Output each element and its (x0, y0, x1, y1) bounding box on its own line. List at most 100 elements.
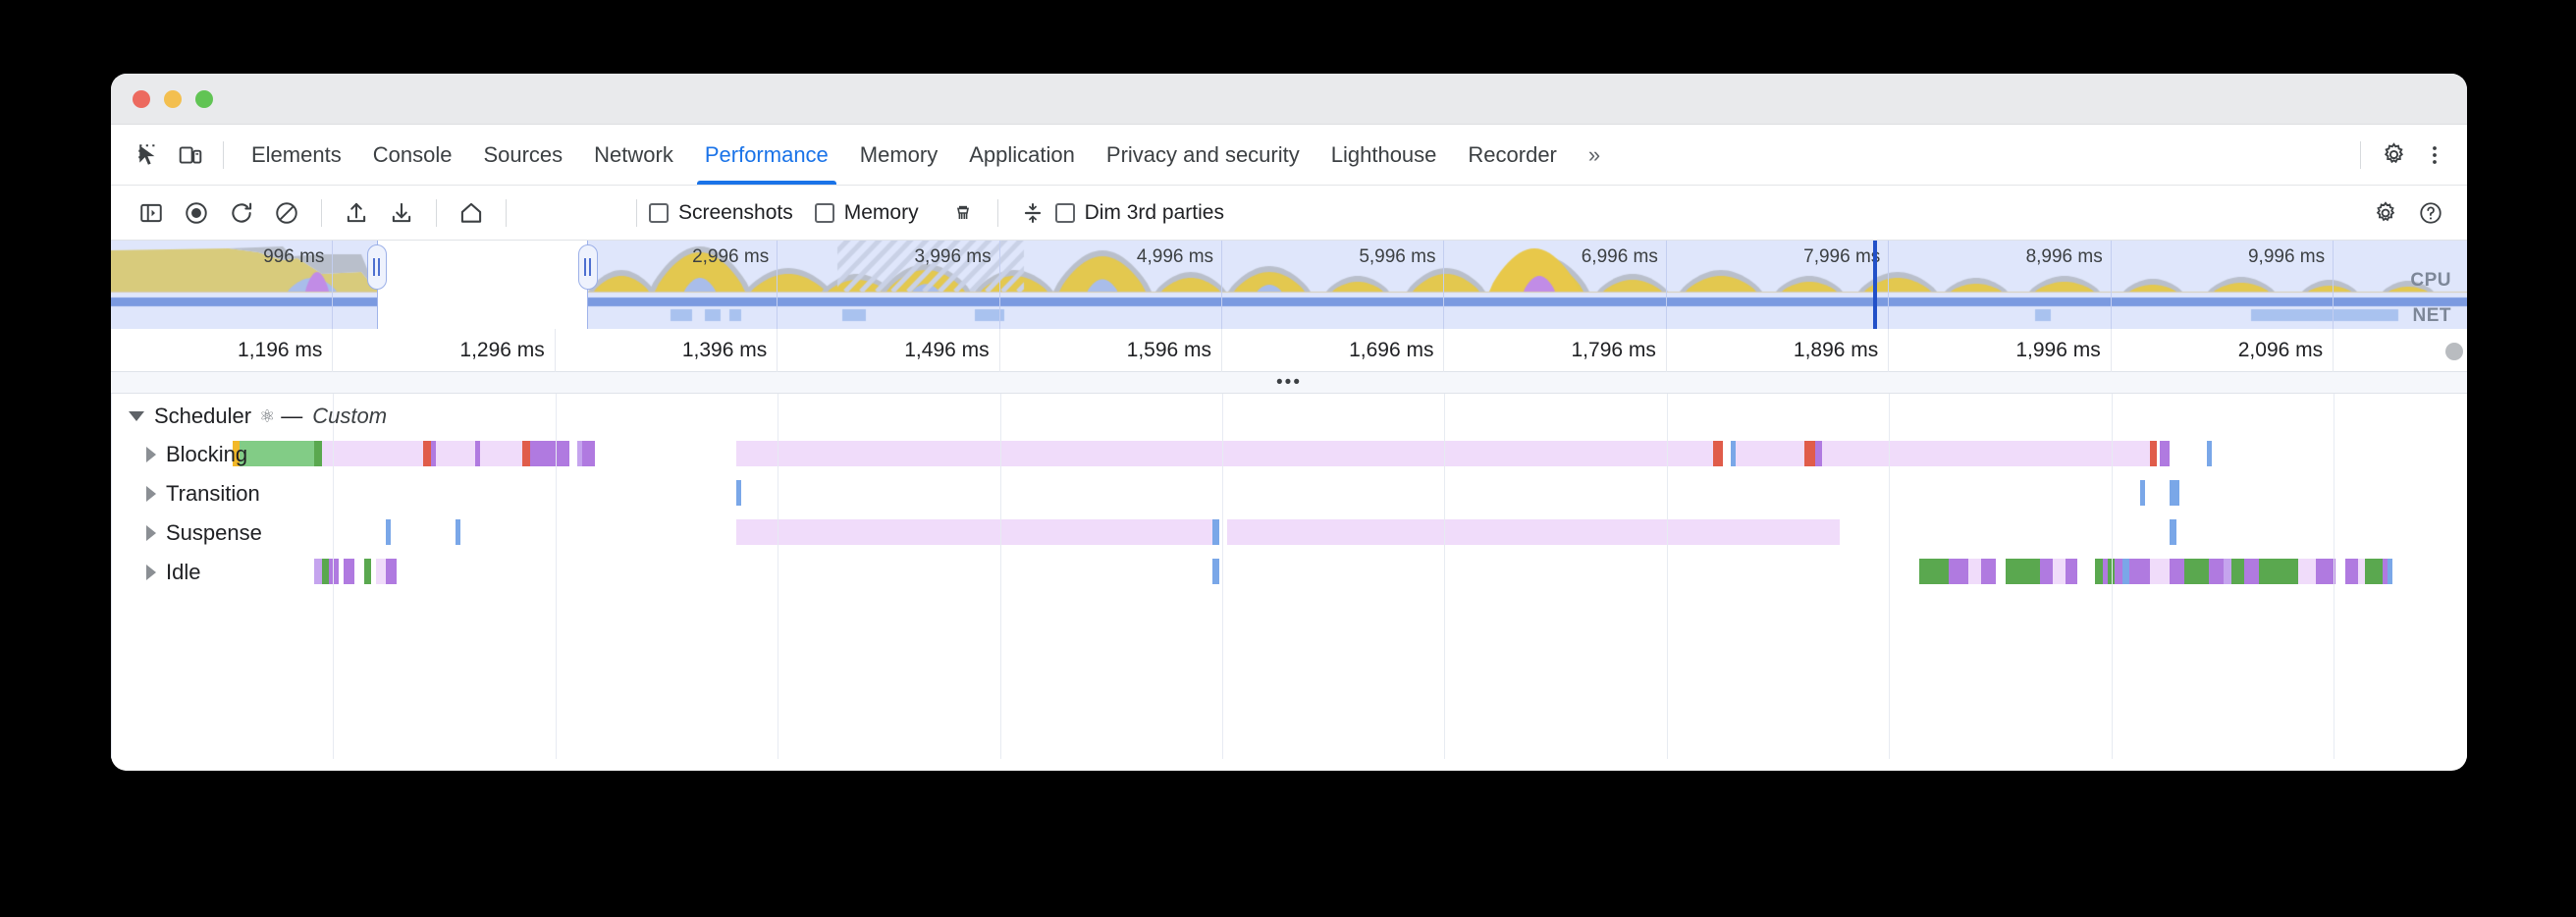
track-expand-triangle-icon[interactable] (146, 447, 156, 462)
flame-segment[interactable] (2095, 559, 2103, 584)
tab-application[interactable]: Application (969, 141, 1075, 167)
flame-segment[interactable] (1918, 559, 1949, 584)
flame-segment[interactable] (1968, 559, 1981, 584)
toggle-sidebar-button[interactable] (129, 192, 174, 234)
save-profile-button[interactable] (379, 192, 424, 234)
track-bars-idle[interactable] (111, 559, 2467, 584)
track-expand-triangle-icon[interactable] (146, 486, 156, 502)
flame-segment[interactable] (2139, 480, 2145, 506)
flame-segment[interactable] (2209, 559, 2225, 584)
flame-segment[interactable] (2159, 441, 2170, 466)
timeline-scroll-thumb[interactable] (2445, 343, 2463, 360)
track-row-transition[interactable]: Transition (111, 474, 2467, 513)
overview-selection-right-handle[interactable] (577, 244, 598, 290)
inspect-element-icon[interactable] (129, 135, 170, 176)
tab-recorder[interactable]: Recorder (1468, 141, 1557, 167)
screenshots-checkbox[interactable]: Screenshots (649, 201, 793, 225)
timeline-overview[interactable]: 996 ms1,996 ms2,996 ms3,996 ms4,996 ms5,… (111, 241, 2467, 329)
tab-privacy-and-security[interactable]: Privacy and security (1105, 141, 1300, 167)
flame-segment[interactable] (1730, 441, 1736, 466)
device-toolbar-icon[interactable] (170, 135, 211, 176)
flame-segment[interactable] (2169, 480, 2179, 506)
more-options-icon[interactable] (2414, 135, 2455, 176)
flame-segment[interactable] (456, 519, 461, 545)
tab-console[interactable]: Console (372, 141, 453, 167)
tab-elements[interactable]: Elements (251, 141, 342, 167)
vertical-collapse-icon[interactable] (1010, 192, 1055, 234)
home-button[interactable] (449, 192, 494, 234)
group-expand-triangle-icon[interactable] (129, 411, 144, 421)
panel-resize-handle[interactable]: ••• (111, 372, 2467, 394)
maximize-window-button[interactable] (195, 89, 213, 108)
tab-performance[interactable]: Performance (689, 126, 844, 185)
flame-segment[interactable] (735, 480, 741, 506)
flame-segment[interactable] (2107, 559, 2116, 584)
flame-segment[interactable] (2224, 559, 2231, 584)
track-group-scheduler[interactable]: Scheduler ⚛ — Custom (129, 398, 387, 435)
flame-segment[interactable] (582, 441, 595, 466)
clear-button[interactable] (264, 192, 309, 234)
track-row-idle[interactable]: Idle (111, 553, 2467, 592)
flame-segment[interactable] (1822, 441, 2150, 466)
dim-3rd-parties-checkbox[interactable]: Dim 3rd parties (1054, 201, 1224, 225)
flame-segment[interactable] (1713, 441, 1724, 466)
flame-segment[interactable] (2345, 559, 2358, 584)
flame-segment[interactable] (2383, 559, 2388, 584)
flame-segment[interactable] (2065, 559, 2078, 584)
flame-segment[interactable] (2298, 559, 2316, 584)
flame-segment[interactable] (2243, 559, 2259, 584)
flame-segment[interactable] (2231, 559, 2244, 584)
track-expand-triangle-icon[interactable] (146, 565, 156, 580)
track-bars-transition[interactable] (111, 480, 2467, 506)
flame-segment[interactable] (314, 441, 322, 466)
collect-garbage-icon[interactable] (940, 192, 986, 234)
load-profile-button[interactable] (334, 192, 379, 234)
track-label-blocking[interactable]: Blocking (146, 435, 247, 474)
memory-checkbox[interactable]: Memory (814, 201, 919, 225)
flame-segment[interactable] (423, 441, 431, 466)
flame-segment[interactable] (2258, 559, 2299, 584)
flame-chart[interactable]: Scheduler ⚛ — Custom Blocking Transition… (111, 394, 2467, 759)
flame-segment[interactable] (1226, 519, 1840, 545)
flame-segment[interactable] (2102, 559, 2108, 584)
overview-selection-left-handle[interactable] (366, 244, 387, 290)
flame-segment[interactable] (2206, 441, 2212, 466)
flame-segment[interactable] (1804, 441, 1815, 466)
flame-segment[interactable] (522, 441, 530, 466)
flame-segment[interactable] (2115, 559, 2122, 584)
flame-segment[interactable] (529, 441, 570, 466)
reload-and-record-button[interactable] (219, 192, 264, 234)
track-bars-blocking[interactable] (111, 441, 2467, 466)
flame-segment[interactable] (2315, 559, 2336, 584)
flame-segment[interactable] (2040, 559, 2054, 584)
flame-segment[interactable] (386, 519, 392, 545)
flame-segment[interactable] (1949, 559, 1969, 584)
track-row-suspense[interactable]: Suspense (111, 513, 2467, 553)
flame-segment[interactable] (344, 559, 354, 584)
flame-segment[interactable] (1735, 441, 1805, 466)
flame-segment[interactable] (232, 441, 241, 466)
flame-segment[interactable] (480, 441, 523, 466)
tab-memory[interactable]: Memory (859, 141, 939, 167)
flame-segment[interactable] (2388, 559, 2393, 584)
tab-network[interactable]: Network (594, 141, 673, 167)
flame-segment[interactable] (576, 441, 582, 466)
capture-settings-gear-icon[interactable] (2363, 192, 2408, 234)
flame-segment[interactable] (2169, 519, 2177, 545)
flame-segment[interactable] (1980, 559, 1996, 584)
flame-segment[interactable] (2365, 559, 2384, 584)
flame-segment[interactable] (363, 559, 372, 584)
flame-segment[interactable] (2006, 559, 2041, 584)
flame-segment[interactable] (2184, 559, 2210, 584)
tab-lighthouse[interactable]: Lighthouse (1330, 141, 1437, 167)
flame-segment[interactable] (735, 519, 1212, 545)
flame-segment[interactable] (2169, 559, 2184, 584)
timeline-ruler[interactable]: 2,2,096 ms1,996 ms1,896 ms1,796 ms1,696 … (111, 329, 2467, 372)
flame-segment[interactable] (2357, 559, 2366, 584)
flame-segment[interactable] (386, 559, 397, 584)
flame-segment[interactable] (2149, 559, 2170, 584)
flame-segment[interactable] (435, 441, 476, 466)
track-expand-triangle-icon[interactable] (146, 525, 156, 541)
flame-segment[interactable] (2121, 559, 2130, 584)
flame-segment[interactable] (240, 441, 315, 466)
